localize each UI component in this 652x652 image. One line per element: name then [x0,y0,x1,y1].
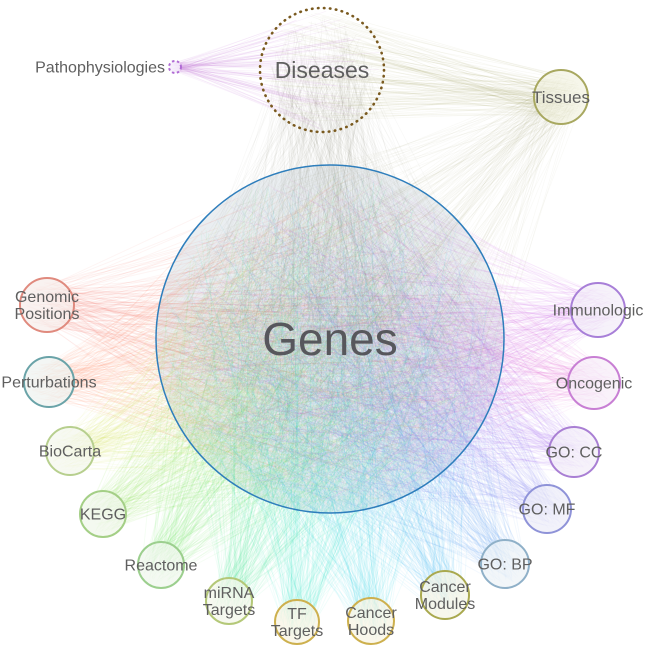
label-gomf: GO: MF [519,502,576,519]
genes-circle-fill [156,165,504,513]
node-modules[interactable] [420,570,470,620]
bundle-hoods-genes [166,181,499,641]
bundle-tf-genes [163,173,470,641]
bundle-reactome-genes [141,177,497,584]
label-kegg: KEGG [80,507,126,524]
edge-bundles [24,10,621,641]
label-onco: Oncogenic [556,376,633,393]
bundle-gobp-genes [167,172,526,585]
label-tissues: Tissues [532,88,590,107]
label-reactome: Reactome [125,558,198,575]
node-gobp[interactable] [480,539,530,589]
label-diseases: Diseases [275,57,370,83]
node-pert[interactable] [23,356,75,408]
bundle-mirna-genes [165,179,492,620]
bundle-patho-diseases [170,10,379,130]
node-hoods[interactable] [347,597,395,645]
bundle-gocc-genes [166,177,595,503]
bundle-tissues-genes [168,74,584,496]
bundle-biocarta-genes [50,170,481,503]
bundle-gp-genes [24,194,494,507]
bundle-pert-genes [28,172,488,500]
bundle-tissues-diseases [264,12,584,122]
node-kegg[interactable] [79,490,127,538]
label-patho: Pathophysiologies [35,60,165,77]
bundle-kegg-genes [83,178,497,534]
node-tf[interactable] [274,599,320,645]
node-tissues[interactable] [533,69,589,125]
label-gocc: GO: CC [546,445,603,462]
label-biocarta: BioCarta [39,444,101,461]
node-gocc[interactable] [548,426,600,478]
node-gomf[interactable] [522,484,572,534]
bundle-gomf-genes [170,177,566,529]
label-gobp: GO: BP [477,557,532,574]
node-mirna[interactable] [205,577,253,625]
node-reactome[interactable] [137,541,185,589]
bundle-diseases-genes [163,18,497,503]
bundle-onco-genes [169,177,616,500]
bundle-genes-genes [164,173,497,507]
node-genes[interactable] [155,164,505,514]
label-immuno: Immunologic [553,303,644,320]
node-patho[interactable] [168,60,182,74]
label-genes: Genes [262,313,398,365]
node-onco[interactable] [567,356,621,410]
node-immuno[interactable] [570,282,626,338]
label-pert: Perturbations [1,375,96,392]
bundle-modules-genes [167,187,497,614]
node-diseases[interactable] [258,6,386,134]
node-gp[interactable] [19,277,75,333]
node-biocarta[interactable] [45,426,95,476]
